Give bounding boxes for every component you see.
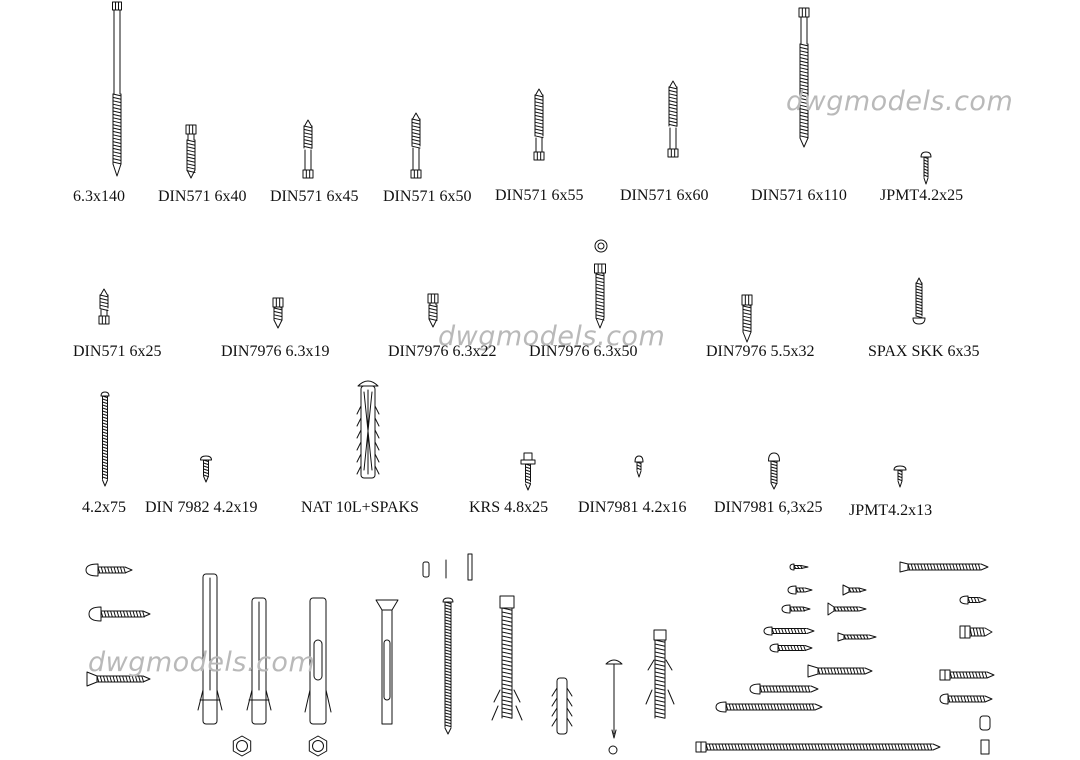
label-din571-6x55: DIN571 6x55 [495, 187, 584, 204]
screw-jpmt4-2x25 [921, 152, 931, 184]
screw-din571-6x110 [799, 8, 809, 147]
anchor-with-hex-screw [492, 596, 522, 720]
hex-nut-icon [233, 736, 250, 756]
nail-icon [606, 660, 622, 754]
screw-jpmt4-2x13 [894, 466, 906, 487]
screw-h-r6 [764, 627, 814, 635]
screw-h-r4 [782, 605, 810, 613]
screw-h-long [696, 742, 940, 752]
label-din571-6x25: DIN571 6x25 [73, 343, 162, 360]
screw-din571-6x55 [534, 89, 544, 160]
watermark-bottom: dwgmodels.com [88, 647, 316, 678]
label-din7976-5-5x32: DIN7976 5.5x32 [706, 343, 815, 360]
small-fittings-right [980, 716, 990, 754]
screw-din571-6x60 [668, 81, 678, 157]
screw-krs-4-8x25 [521, 453, 535, 490]
screw-h-r12 [900, 562, 988, 572]
label-jpmt4-2x13: JPMT4.2x13 [849, 502, 933, 519]
screw-pan-horizontal-1 [86, 564, 132, 576]
anchor-sleeve-1 [198, 574, 222, 724]
watermark-top: dwgmodels.com [786, 86, 1014, 117]
label-din7981-4-2x16: DIN7981 4.2x16 [578, 499, 687, 516]
label-din571-6x110: DIN571 6x110 [751, 187, 847, 204]
frame-anchor-icon [376, 600, 398, 724]
screw-h-r13 [960, 596, 986, 604]
screw-h-r16 [940, 694, 992, 704]
anchor-body-nat [357, 386, 379, 478]
watermark-middle: dwgmodels.com [438, 321, 666, 352]
screw-h-r14 [960, 626, 992, 638]
screw-h-r5 [828, 603, 866, 615]
label-4-2x75: 4.2x75 [82, 499, 126, 516]
washer-icon [595, 240, 607, 252]
screw-h-r10 [750, 684, 818, 694]
screw-din571-6x50 [411, 113, 421, 178]
screw-h-r9 [808, 665, 872, 677]
screw-din7981-4-2x16 [635, 456, 643, 477]
hex-nut-icon-2 [309, 736, 326, 756]
label-din7976-6-3x22: DIN7976 6.3x22 [388, 343, 497, 360]
screw-6-3x140 [113, 2, 122, 176]
label-spax-skk-6x35: SPAX SKK 6x35 [868, 343, 980, 360]
screw-din571-6x40 [186, 125, 196, 178]
screw-h-r15 [940, 670, 994, 680]
screw-din7976-5-5x32 [742, 295, 752, 342]
screw-din571-6x45 [303, 120, 313, 178]
label-din571-6x45: DIN571 6x45 [270, 188, 359, 205]
label-din7976-6-3x50: DIN7976 6.3x50 [529, 343, 638, 360]
label-din-7982-4-2x19: DIN 7982 4.2x19 [145, 499, 258, 516]
screw-din7976-6-3x19 [273, 298, 283, 328]
label-6-3x140: 6.3x140 [73, 188, 125, 205]
label-din7981-6-3x25: DIN7981 6,3x25 [714, 499, 823, 516]
screw-h-r7 [838, 633, 876, 641]
screw-pan-horizontal-2 [89, 607, 150, 621]
small-pin-icons [423, 554, 472, 580]
anchor-hex-screw-2 [646, 630, 674, 718]
screw-din7976-6-3x22 [428, 294, 438, 327]
anchor-sleeve-2 [247, 598, 271, 724]
screw-h-r1 [790, 564, 808, 570]
label-jpmt4-2x25: JPMT4.2x25 [880, 187, 964, 204]
screw-long-thread-1 [443, 598, 453, 734]
label-din571-6x50: DIN571 6x50 [383, 188, 472, 205]
screw-csk-horizontal-3 [87, 672, 150, 686]
screw-din-7982-4-2x19 [201, 456, 212, 482]
label-nat-10l-spaks: NAT 10L+SPAKS [301, 499, 419, 516]
screw-spax-skk-6x35 [913, 278, 925, 324]
label-krs-4-8x25: KRS 4.8x25 [469, 499, 549, 516]
screw-din7981-6-3x25 [769, 453, 780, 489]
screw-h-r11 [716, 702, 822, 712]
anchor-slotted-3 [305, 598, 331, 724]
anchor-finned-small [552, 678, 572, 734]
screw-din7976-6-3x50 [595, 264, 606, 328]
label-din571-6x60: DIN571 6x60 [620, 187, 709, 204]
screw-h-r8 [770, 644, 812, 652]
screw-h-r2 [788, 586, 812, 594]
label-din7976-6-3x19: DIN7976 6.3x19 [221, 343, 330, 360]
screw-h-r3 [843, 585, 866, 595]
screw-din571-6x25 [99, 289, 109, 324]
label-din571-6x40: DIN571 6x40 [158, 188, 247, 205]
screw-4-2x75 [101, 392, 109, 486]
